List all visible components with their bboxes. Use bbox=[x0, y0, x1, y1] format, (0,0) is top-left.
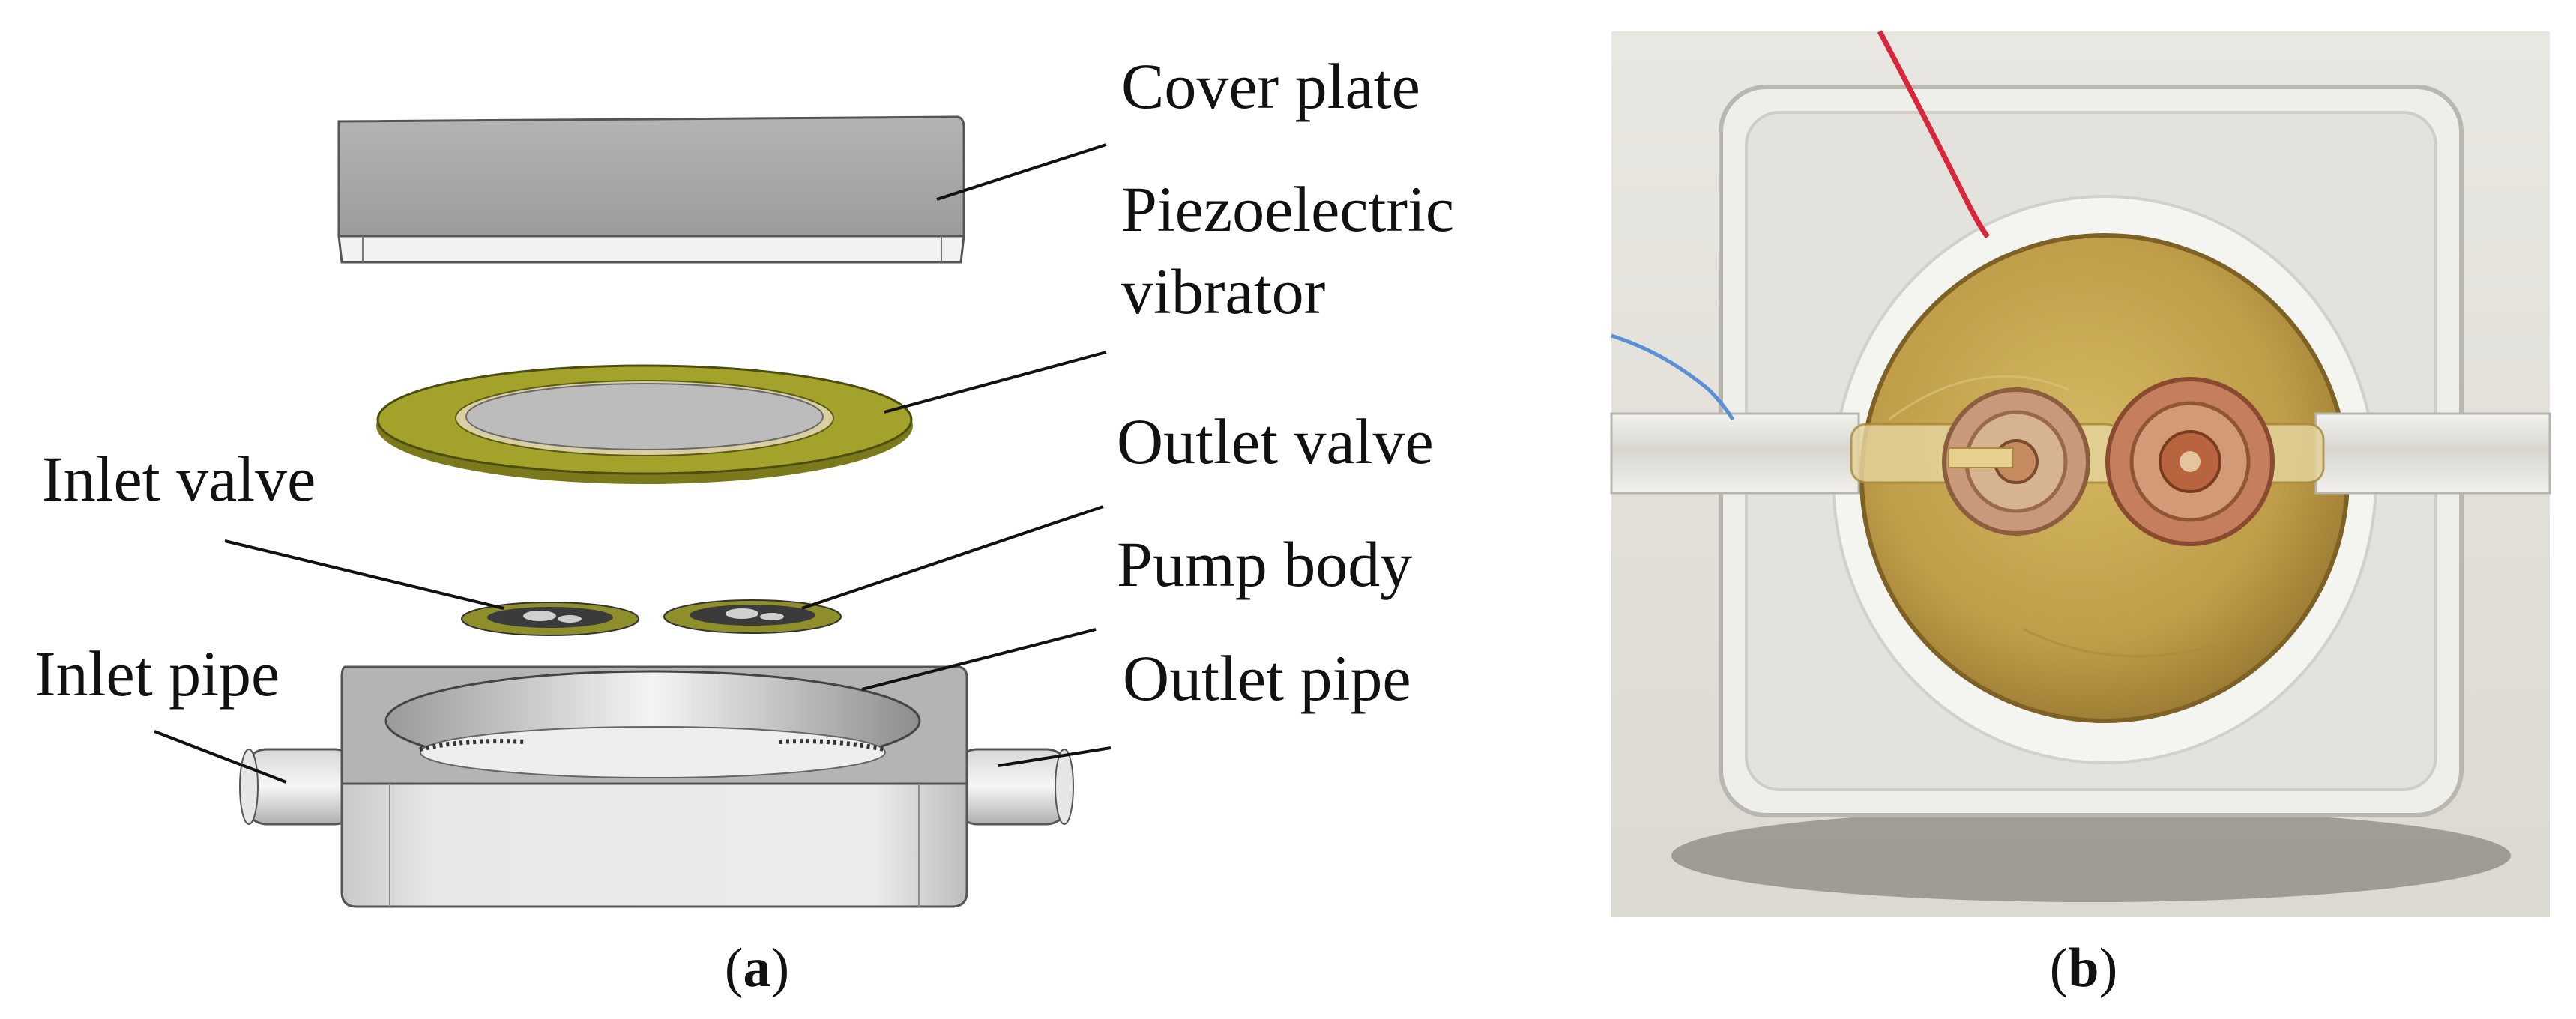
label-inlet-valve: Inlet valve bbox=[42, 443, 316, 515]
right-tube bbox=[2314, 412, 2551, 495]
label-outlet-pipe: Outlet pipe bbox=[1123, 642, 1411, 714]
piezo-vibrator-drawing bbox=[376, 364, 913, 484]
leader-cover-plate bbox=[936, 143, 1107, 201]
inlet-pipe-drawing bbox=[239, 748, 358, 826]
leader-inlet-valve bbox=[224, 539, 504, 610]
caption-b: (b) bbox=[2050, 937, 2117, 999]
pump-body-drawing bbox=[340, 665, 968, 908]
red-wire bbox=[1877, 30, 1990, 239]
panel-a: Cover plate Piezoelectric vibrator Outle… bbox=[34, 50, 1454, 999]
left-tube bbox=[1610, 412, 1860, 495]
leader-pump-body bbox=[861, 628, 1097, 691]
photo-outlet-valve bbox=[2105, 377, 2275, 546]
label-piezo-line1: Piezoelectric bbox=[1121, 173, 1454, 245]
label-inlet-pipe: Inlet pipe bbox=[34, 638, 280, 710]
outlet-pipe-drawing bbox=[953, 748, 1074, 826]
label-piezo-line2: vibrator bbox=[1121, 255, 1325, 327]
leader-outlet-pipe bbox=[998, 746, 1111, 767]
caption-a: (a) bbox=[725, 937, 789, 999]
label-outlet-valve: Outlet valve bbox=[1117, 405, 1434, 477]
label-pump-body: Pump body bbox=[1117, 528, 1412, 600]
photo-inlet-valve bbox=[1942, 387, 2090, 536]
leader-piezo-vibrator bbox=[884, 351, 1107, 414]
leader-inlet-pipe bbox=[154, 730, 287, 784]
cover-plate-drawing bbox=[337, 115, 965, 264]
leader-lines bbox=[154, 143, 1111, 784]
leader-outlet-valve bbox=[801, 505, 1104, 610]
inlet-valve-drawing bbox=[461, 602, 639, 636]
panel-b: (b) bbox=[1610, 30, 2551, 999]
blue-wire bbox=[1611, 333, 1735, 421]
label-cover-plate: Cover plate bbox=[1121, 50, 1420, 122]
outlet-valve-drawing bbox=[663, 599, 842, 634]
pump-photo bbox=[1610, 30, 2551, 917]
